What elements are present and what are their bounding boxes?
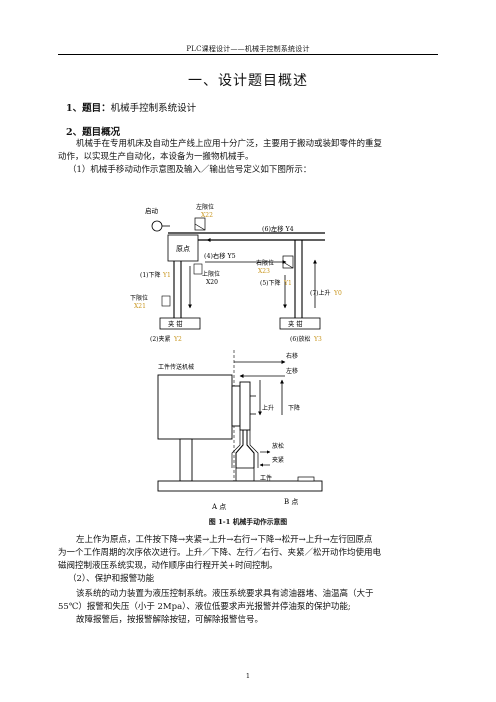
conveyor-column (179, 438, 193, 482)
point-a-label: A 点 (211, 503, 226, 511)
para2-line2: 为一个工作周期的次序依次进行。上升／下降、左行／右行、夹紧／松开动作均使用电 (58, 548, 382, 558)
up-label: 上升 (262, 404, 274, 412)
right-move-label: 右移 (286, 352, 298, 360)
clamp-label: (2)夹紧 (150, 335, 171, 343)
gripper-right-label: 夹 钳 (288, 319, 303, 328)
upper-limit-switch-icon (193, 263, 203, 275)
heading-topic: 1、题目：机械手控制系统设计 (66, 100, 196, 114)
rise-code: Y0 (333, 290, 342, 297)
para3-line2: 55℃）报警和失压（小于 2Mpa）、液位低要求声光报警并停油泵的保护功能; (58, 602, 351, 612)
page-header: PLC课程设计——机械手控制系统设计 (186, 45, 310, 53)
gripper-right (279, 317, 321, 330)
release-code: Y3 (313, 336, 322, 343)
header-rule (58, 54, 438, 55)
heading-overview: 2、题目概况 (66, 127, 121, 138)
down1-label: (1)下降 (140, 271, 161, 279)
gripper-left-label: 夹 钳 (168, 319, 183, 328)
para2-line3: 磁阀控制液压系统实现，动作顺序由行程开关+时间控制。 (58, 561, 278, 571)
heading-topic-text: 机械手控制系统设计 (110, 103, 197, 114)
down5-code: Y1 (283, 280, 292, 287)
figure-caption: 图 1-1 机械手动作示意图 (208, 518, 288, 526)
down5-label: (5)下降 (260, 279, 281, 287)
para3-line1: 该系统的动力装置为液压控制系统。液压系统要求具有滤油器堵、油温高（大于 (76, 589, 374, 599)
lower-limit-switch-icon (161, 295, 171, 307)
move-left-label: (6)左移 Y4 (262, 224, 294, 233)
start-button-icon (151, 220, 163, 232)
workpiece (235, 467, 255, 482)
para1-line2: 动作，以实现生产自动化，本设备为一搬物机械手。 (58, 152, 254, 162)
move-right-label: (4)右移 Y5 (204, 251, 236, 260)
right-limit-label: 右限位 (256, 259, 274, 267)
release-label: (6)放松 (290, 335, 311, 343)
para2-line1: 左上作为原点，工件按下降→夹紧→上升→右行→下降→松开→上升→左行回原点 (76, 535, 373, 545)
origin-block (167, 234, 199, 262)
base-platform (157, 480, 323, 492)
subheading-1: （1）机械手移动动作示意图及输入／输出信号定义如下图所示： (68, 165, 312, 175)
loosen-label: 放松 (272, 442, 284, 450)
conveyor-label: 工件传送机械 (158, 363, 194, 371)
conveyor-body (157, 374, 233, 440)
point-b-label: B 点 (284, 498, 298, 506)
left-limit-switch-icon (194, 217, 206, 231)
gripper-left (159, 317, 201, 330)
page-number: 1 (245, 672, 251, 680)
clamp-code: Y2 (173, 336, 182, 343)
lower-limit-code: X21 (134, 303, 146, 310)
upper-limit-code: X20 (206, 279, 218, 286)
para1-line1: 机械手在专用机床及自动生产线上应用十分广泛，主要用于搬动或装卸零件的重复 (76, 139, 383, 149)
workpiece-label: 工件 (260, 474, 272, 482)
tighten-label: 夹紧 (272, 456, 284, 464)
para3-line3: 故障报警后，按报警解除按钮，可解除报警信号。 (76, 615, 264, 625)
down-label: 下降 (288, 404, 300, 412)
heading-topic-label: 1、题目： (66, 103, 111, 114)
right-limit-code: X23 (258, 268, 270, 275)
origin-label: 原点 (176, 245, 190, 253)
left-limit-label: 左限位 (196, 203, 214, 211)
left-limit-code: X22 (201, 212, 213, 219)
subheading-2: （2）、保护和报警功能 (68, 574, 155, 584)
upper-limit-label: 上限位 (202, 270, 220, 278)
section-title: 一、设计题目概述 (188, 73, 308, 89)
rise-label: (7)上升 (310, 289, 331, 297)
lower-limit-label: 下限位 (130, 294, 148, 302)
manipulator-diagram: 启动 左限位 X22 原点 (6)左移 Y4 (4)右移 Y5 右限位 X23 … (130, 203, 342, 511)
down1-code: Y1 (162, 272, 171, 279)
start-label: 启动 (145, 206, 159, 215)
left-move-label: 左移 (286, 367, 298, 375)
